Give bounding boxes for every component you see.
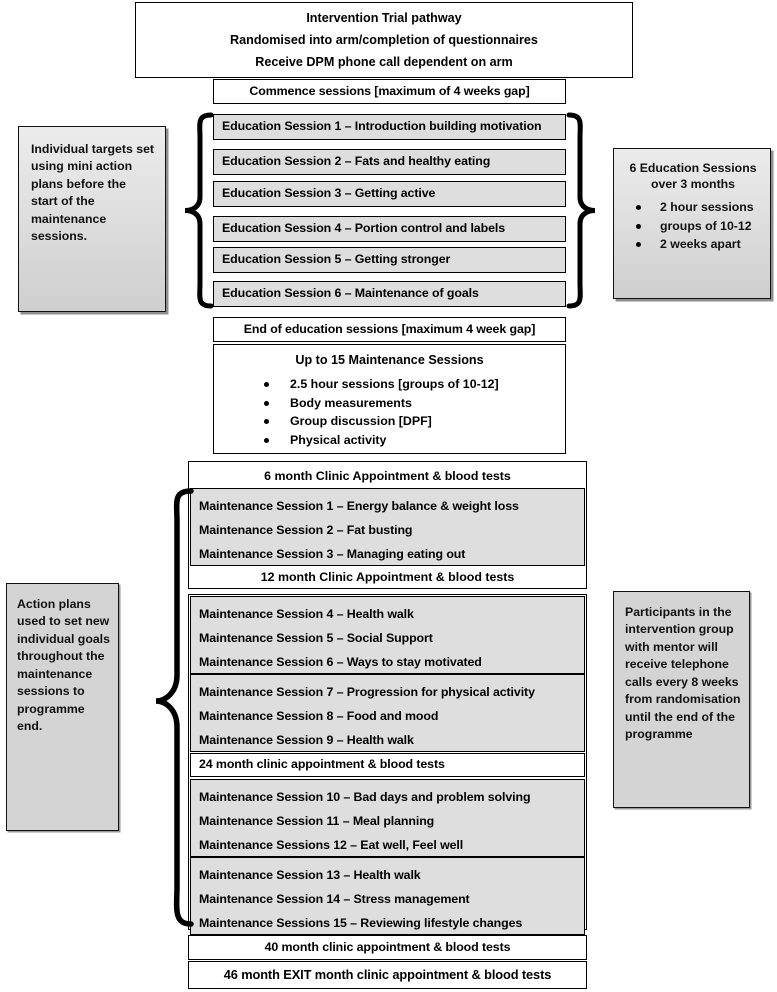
education-session-3: Education Session 3 – Getting active	[213, 181, 566, 207]
maintenance-session-row: Maintenance Sessions 15 – Reviewing life…	[199, 916, 523, 931]
maintenance-summary-bullet: Group discussion [DPF]	[260, 413, 565, 430]
education-left-brace	[180, 112, 214, 309]
clinic-46-month-exit: 46 month EXIT month clinic appointment &…	[188, 961, 587, 989]
maintenance-summary-bullet: 2.5 hour sessions [groups of 10-12]	[260, 376, 565, 393]
clinic-40-month: 40 month clinic appointment & blood test…	[188, 935, 587, 960]
education-session-4: Education Session 4 – Portion control an…	[213, 216, 566, 242]
end-of-education-box: End of education sessions [maximum 4 wee…	[213, 317, 566, 342]
maintenance-session-row: Maintenance Session 11 – Meal planning	[199, 814, 435, 829]
annotation-education-sessions-summary: 6 Education Sessions over 3 months 2 hou…	[613, 148, 771, 299]
maintenance-summary-title: Up to 15 Maintenance Sessions	[295, 353, 484, 367]
education-session-5: Education Session 5 – Getting stronger	[213, 247, 566, 273]
header-line-3: Receive DPM phone call dependent on arm	[255, 55, 513, 69]
maintenance-session-row: Maintenance Session 8 – Food and mood	[199, 709, 439, 724]
maintenance-left-brace	[152, 487, 194, 929]
education-session-6: Education Session 6 – Maintenance of goa…	[213, 281, 566, 307]
maintenance-sessions-7-9: Maintenance Session 7 – Progression for …	[190, 674, 585, 752]
maintenance-session-row: Maintenance Session 1 – Energy balance &…	[199, 499, 519, 514]
maintenance-session-row: Maintenance Session 13 – Health walk	[199, 868, 421, 883]
maintenance-sessions-10-12: Maintenance Session 10 – Bad days and pr…	[190, 779, 585, 857]
clinic-6-month: 6 month Clinic Appointment & blood tests	[264, 468, 511, 483]
header-box: Intervention Trial pathway Randomised in…	[135, 2, 633, 78]
education-right-brace	[566, 112, 600, 309]
education-session-2: Education Session 2 – Fats and healthy e…	[213, 149, 566, 175]
maintenance-session-row: Maintenance Session 7 – Progression for …	[199, 685, 535, 700]
commence-sessions-box: Commence sessions [maximum of 4 weeks ga…	[213, 79, 566, 104]
maintenance-session-row: Maintenance Session 6 – Ways to stay mot…	[199, 655, 482, 670]
maintenance-sessions-1-3: Maintenance Session 1 – Energy balance &…	[190, 488, 585, 566]
page-title: Intervention Trial pathway	[306, 11, 462, 25]
maintenance-session-row: Maintenance Sessions 12 – Eat well, Feel…	[199, 838, 464, 853]
annotation-education-title: 6 Education Sessions over 3 months	[629, 161, 757, 191]
maintenance-session-row: Maintenance Session 5 – Social Support	[199, 631, 433, 646]
maintenance-session-row: Maintenance Session 14 – Stress manageme…	[199, 892, 470, 907]
maintenance-summary-bullet: Body measurements	[260, 395, 565, 412]
clinic-24-month: 24 month clinic appointment & blood test…	[190, 753, 585, 777]
maintenance-summary-box: Up to 15 Maintenance Sessions 2.5 hour s…	[213, 344, 566, 454]
header-line-2: Randomised into arm/completion of questi…	[230, 33, 538, 47]
maintenance-session-row: Maintenance Session 2 – Fat busting	[199, 523, 413, 538]
maintenance-session-row: Maintenance Session 9 – Health walk	[199, 733, 414, 748]
annotation-education-bullet: groups of 10-12	[626, 218, 760, 235]
annotation-education-bullet: 2 hour sessions	[626, 199, 760, 216]
maintenance-session-row: Maintenance Session 4 – Health walk	[199, 607, 414, 622]
maintenance-sessions-13-15: Maintenance Session 13 – Health walk Mai…	[190, 857, 585, 935]
maintenance-session-row: Maintenance Session 3 – Managing eating …	[199, 547, 466, 562]
annotation-education-bullets: 2 hour sessions groups of 10-12 2 weeks …	[626, 199, 760, 253]
annotation-action-plans: Action plans used to set new individual …	[6, 583, 119, 831]
education-session-1: Education Session 1 – Introduction build…	[213, 114, 566, 140]
maintenance-summary-bullets: 2.5 hour sessions [groups of 10-12] Body…	[260, 376, 565, 449]
maintenance-sessions-4-6: Maintenance Session 4 – Health walk Main…	[190, 596, 585, 674]
annotation-individual-targets: Individual targets set using mini action…	[18, 126, 166, 312]
maintenance-session-row: Maintenance Session 10 – Bad days and pr…	[199, 790, 531, 805]
maintenance-summary-bullet: Physical activity	[260, 432, 565, 449]
annotation-education-bullet: 2 weeks apart	[626, 236, 760, 253]
annotation-participants-telephone: Participants in the intervention group w…	[613, 591, 750, 808]
clinic-12-month: 12 month Clinic Appointment & blood test…	[260, 569, 515, 584]
